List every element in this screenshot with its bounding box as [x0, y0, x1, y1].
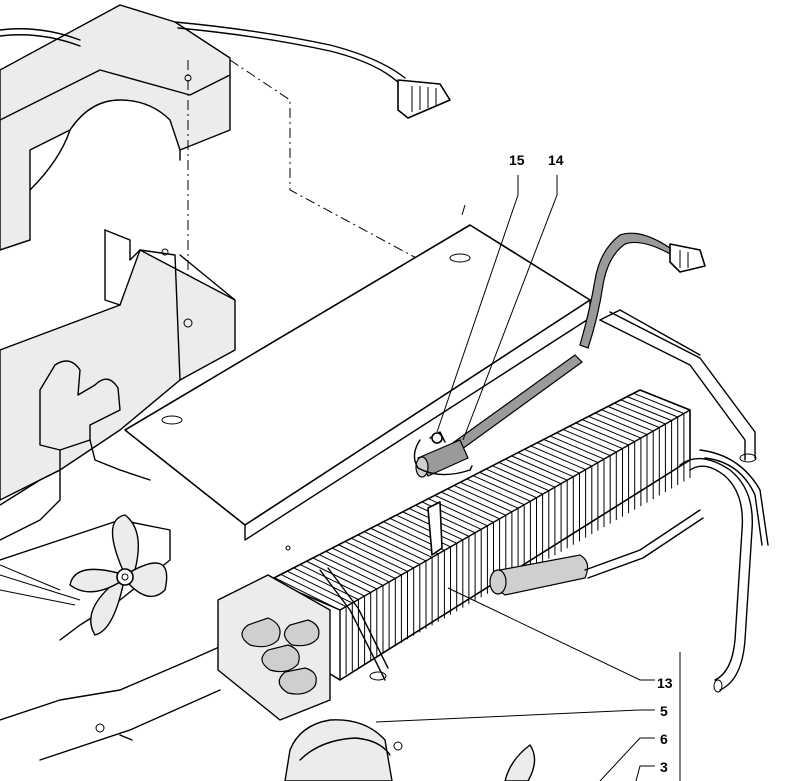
leader-13 [447, 587, 655, 681]
leader-6 [599, 737, 655, 781]
sensor-clamp [413, 431, 473, 476]
upper-housing [0, 4, 231, 251]
leader-14 [462, 175, 558, 441]
callout-15: 15 [509, 152, 525, 168]
fan-leader-lines [0, 564, 81, 606]
fan-blade [69, 514, 168, 636]
fan-motor [284, 719, 536, 781]
sensor-connector [669, 243, 706, 273]
callout-14: 14 [548, 152, 564, 168]
refrigerant-pipes [679, 449, 769, 693]
evaporator-coil [269, 389, 691, 681]
upper-connector [397, 79, 451, 119]
callout-3: 3 [660, 759, 668, 775]
fan-bracket [0, 360, 151, 541]
callout-5: 5 [660, 703, 668, 719]
leader-3 [635, 765, 655, 781]
leader-15 [436, 175, 519, 433]
evaporator-end-plate [217, 574, 331, 721]
callout-6: 6 [660, 731, 668, 747]
accumulator [489, 509, 704, 596]
support-arms [319, 309, 757, 681]
upper-cable [0, 21, 406, 85]
leader-5 [375, 709, 655, 723]
cabinet-tray [0, 229, 236, 761]
callout-13: 13 [657, 675, 673, 691]
temperature-sensor-probe [415, 439, 469, 478]
fin-clip [427, 501, 443, 556]
alignment-line-2 [229, 59, 421, 261]
